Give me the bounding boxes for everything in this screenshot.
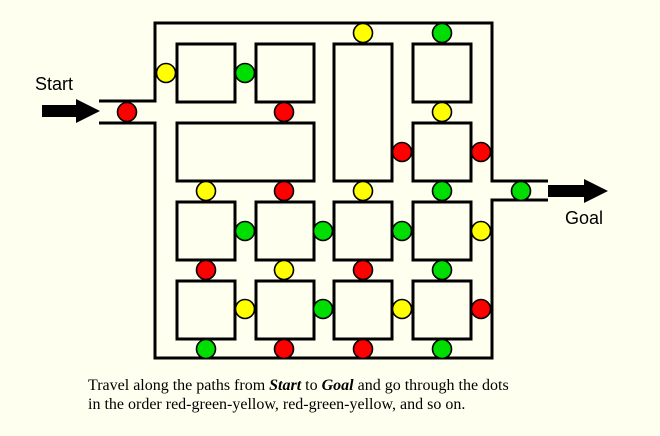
dot-bottom-green-a [195, 338, 217, 360]
instructions-middle: to [301, 377, 322, 394]
dot-h3-yellow-b [352, 180, 374, 202]
maze-block [411, 42, 473, 104]
dot-h3-red [273, 180, 295, 202]
dot-bottom-green-b [431, 338, 453, 360]
instructions-start-word: Start [269, 377, 302, 394]
maze-block [175, 42, 237, 104]
maze-block [411, 200, 473, 262]
dot-entry-red [116, 101, 138, 123]
maze-block [411, 121, 473, 183]
goal-label: Goal [565, 208, 603, 228]
dot-h3-yellow-a [195, 180, 217, 202]
dot-r4-yellow-b [391, 298, 413, 320]
dot-r1-red [273, 101, 295, 123]
dot-r3-yellow [470, 220, 492, 242]
maze-blocks [175, 42, 473, 341]
maze-block [332, 279, 394, 341]
maze-block [175, 279, 237, 341]
instructions-goal-word: Goal [321, 377, 354, 394]
maze-block [254, 279, 316, 341]
instructions-caption: Travel along the paths from Start to Goa… [88, 376, 648, 414]
maze-block [175, 121, 316, 183]
dot-r3-green-b [312, 220, 334, 242]
goal-arrow-icon [548, 179, 608, 203]
dot-r4-red [470, 298, 492, 320]
dot-r4-yellow-a [234, 298, 256, 320]
dot-h4-red-a [195, 259, 217, 281]
instructions-suffix: and go through the dots [353, 377, 509, 394]
dot-h3-green [431, 180, 453, 202]
dot-bottom-red-a [273, 338, 295, 360]
maze-dots [116, 22, 532, 360]
maze-outer-wall [99, 21, 548, 360]
instructions-prefix: Travel along the paths from [88, 377, 270, 394]
start-arrow-icon [42, 99, 100, 123]
dot-bottom-red-b [352, 338, 374, 360]
dot-top-green [431, 22, 453, 44]
dot-r2-red-a [391, 141, 413, 163]
dot-top-yellow [352, 22, 374, 44]
maze-block [254, 200, 316, 262]
dot-h4-red-b [352, 259, 374, 281]
instructions-line2: in the order red-green-yellow, red-green… [88, 396, 466, 413]
dot-h4-yellow [273, 259, 295, 281]
maze-block [175, 200, 237, 262]
maze-block [332, 200, 394, 262]
dot-r4-green [312, 298, 334, 320]
dot-h4-green [431, 259, 453, 281]
maze-block [332, 42, 394, 183]
start-label: Start [35, 74, 73, 94]
dot-r3-green-a [234, 220, 256, 242]
maze-block [254, 42, 316, 104]
dot-left-yellow [155, 62, 177, 84]
dot-r1c4-yellow [431, 101, 453, 123]
maze-block [411, 279, 473, 341]
dot-r2-red-b [470, 141, 492, 163]
dot-exit-green [510, 180, 532, 202]
dot-r3-green-c [391, 220, 413, 242]
dot-r1-green [234, 62, 256, 84]
